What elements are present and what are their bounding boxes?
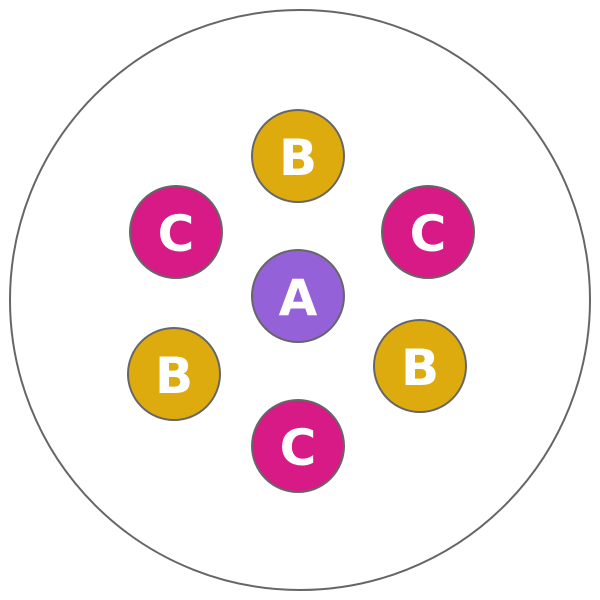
node-circle bbox=[129, 185, 223, 279]
node-label: B bbox=[401, 339, 439, 397]
node-label: C bbox=[410, 205, 447, 263]
node-c: C bbox=[381, 185, 475, 279]
node-circle bbox=[381, 185, 475, 279]
node-label: A bbox=[279, 269, 318, 327]
node-c: C bbox=[129, 185, 223, 279]
node-a: A bbox=[251, 249, 345, 343]
node-circle bbox=[251, 399, 345, 493]
node-b: B bbox=[127, 327, 221, 421]
node-circle bbox=[373, 319, 467, 413]
node-label: C bbox=[280, 419, 317, 477]
node-circle bbox=[251, 109, 345, 203]
node-label: B bbox=[155, 347, 193, 405]
node-c: C bbox=[251, 399, 345, 493]
node-circle bbox=[251, 249, 345, 343]
node-b: B bbox=[373, 319, 467, 413]
node-label: C bbox=[158, 205, 195, 263]
node-b: B bbox=[251, 109, 345, 203]
node-circle bbox=[127, 327, 221, 421]
node-label: B bbox=[279, 129, 317, 187]
